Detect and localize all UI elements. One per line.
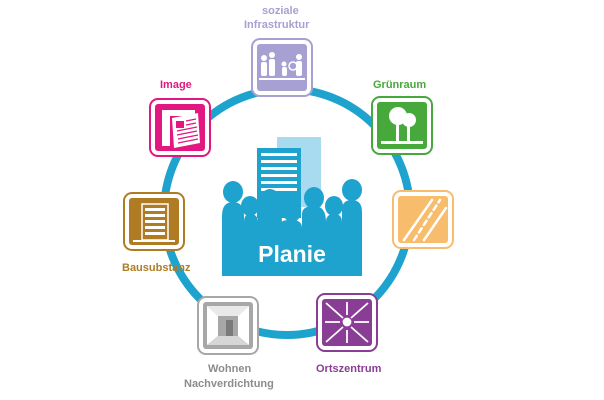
tree-icon	[381, 107, 423, 144]
room-icon	[207, 306, 249, 345]
label-wohnen-line2: Nachverdichtung	[184, 378, 274, 390]
building-facade-icon	[133, 203, 175, 242]
node-soziale-infrastruktur[interactable]	[251, 38, 313, 97]
center-people-icon	[222, 179, 362, 276]
people-icon	[259, 52, 305, 80]
label-image: Image	[160, 79, 192, 91]
label-ortszentrum: Ortszentrum	[316, 363, 382, 375]
node-ortszentrum[interactable]	[316, 293, 378, 352]
road-icon	[402, 198, 448, 242]
node-gruenraum[interactable]	[371, 96, 433, 155]
node-verkehr[interactable]	[392, 190, 454, 249]
center-title: Planie	[258, 241, 326, 267]
converging-arrows-icon	[325, 302, 369, 343]
label-soziale-infrastruktur-line1: soziale	[262, 5, 299, 17]
node-image[interactable]	[149, 98, 211, 157]
label-gruenraum: Grünraum	[373, 79, 427, 91]
label-soziale-infrastruktur-line2: Infrastruktur	[244, 19, 310, 31]
label-bausubstanz: Bausubstanz	[122, 262, 191, 274]
newspaper-icon	[162, 110, 200, 148]
label-wohnen-line1: Wohnen	[208, 363, 252, 375]
node-wohnen-nachverdichtung[interactable]	[197, 296, 259, 355]
node-bausubstanz[interactable]	[123, 192, 185, 251]
